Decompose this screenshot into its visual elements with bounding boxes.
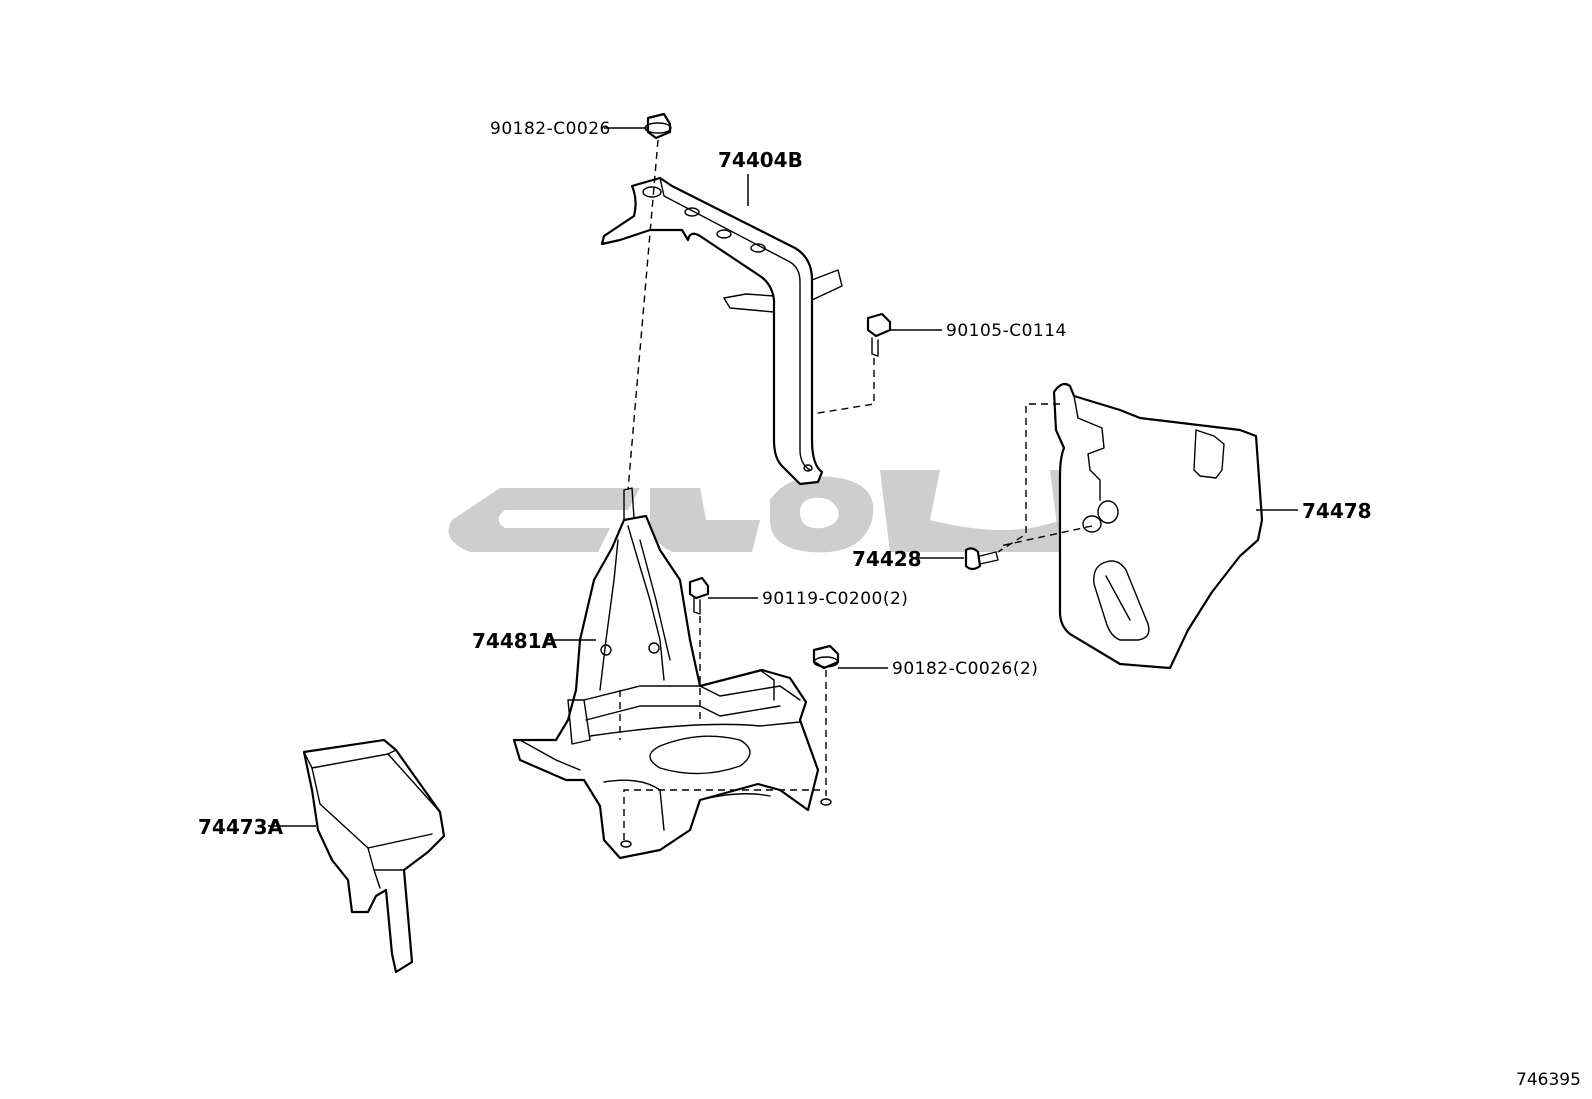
callout-90182-c0026-2: 90182-C0026(2) <box>892 659 1038 679</box>
callout-74404b: 74404B <box>718 148 803 172</box>
leader-lines <box>268 127 1298 827</box>
callout-90105-c0114: 90105-C0114 <box>946 321 1067 341</box>
callout-90182-c0026: 90182-C0026 <box>490 119 611 139</box>
insulator-74473a <box>302 738 446 974</box>
callout-74478: 74478 <box>1302 499 1372 523</box>
bracket-74404b <box>600 176 843 486</box>
clip-74428 <box>964 547 999 571</box>
diagram-number: 746395 <box>1516 1070 1581 1090</box>
bolt-90119 <box>688 576 710 615</box>
assembly-lines <box>619 139 1093 840</box>
callout-74481a: 74481A <box>472 629 558 653</box>
callout-74428: 74428 <box>852 547 922 571</box>
nut-90182-right <box>812 644 840 670</box>
bolt-90105 <box>866 312 892 357</box>
callout-74473a: 74473A <box>198 815 284 839</box>
cover-74478 <box>1052 382 1264 670</box>
watermark-logo <box>448 470 1110 553</box>
carrier-74481a <box>512 487 832 860</box>
callout-90119-c0200: 90119-C0200(2) <box>762 589 908 609</box>
nut-90182-top <box>644 112 672 140</box>
